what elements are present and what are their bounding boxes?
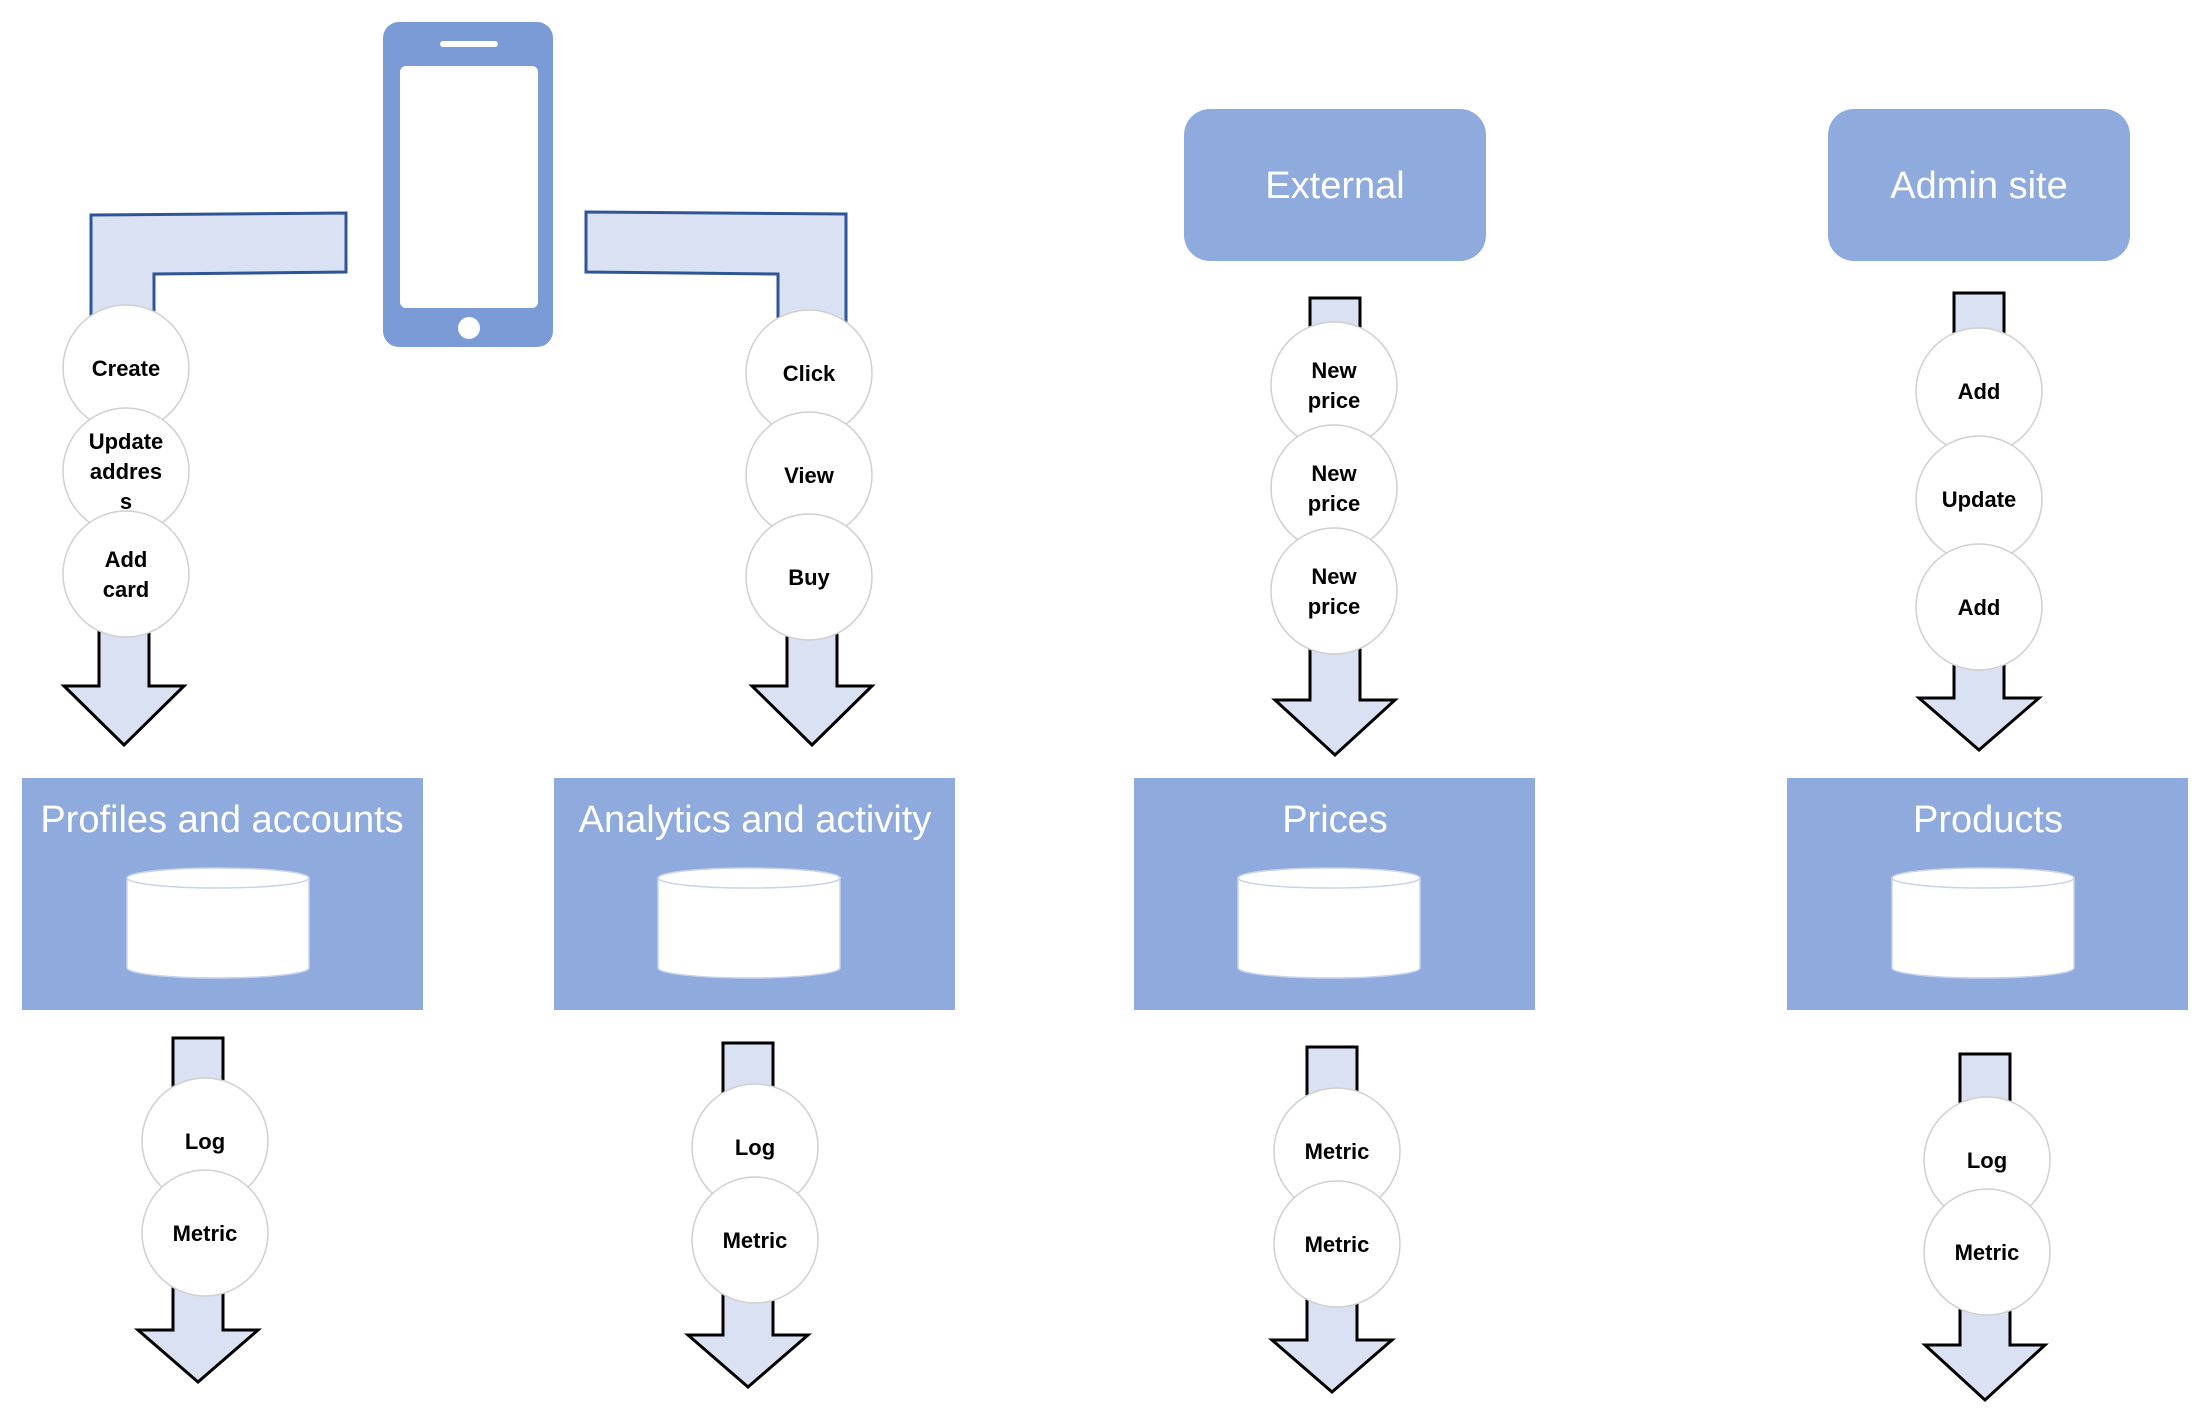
inbound-event-circle: Update [1915,435,2043,563]
event-label: New [1311,461,1357,486]
database-icon [1237,867,1421,979]
database-body [1237,877,1421,979]
outbound-arrows [133,1036,2049,1403]
event-label: price [1308,491,1361,516]
inbound-event-circle: Buy [745,513,873,641]
admin-site-source-box: Admin site [1828,109,2130,261]
inbound-event-circle: Add [1915,327,2043,455]
database-body [1891,877,2075,979]
inbound-event-circle: Add card [62,510,190,638]
outbound-event-circle: Metric [1273,1087,1401,1215]
phone-speaker [440,41,498,47]
event-label: Click [783,361,836,386]
inbound-event-circle: New price [1270,424,1398,552]
database-icon [126,867,310,979]
event-label: Update [89,429,164,454]
event-circle-shape [691,1176,819,1304]
event-circle-shape [62,510,190,638]
inbound-event-circle: Click [745,309,873,437]
event-circle-shape [141,1169,269,1297]
inbound-arrows [60,291,2044,758]
prices-store-label: Prices [1282,799,1388,841]
event-label: card [103,577,149,602]
event-label: s [120,489,132,514]
profiles-and-accounts-store: Profiles and accounts [22,778,423,1010]
event-label: Metric [1305,1232,1370,1257]
event-label: Add [1958,379,2001,404]
event-circle-shape [1273,1180,1401,1308]
event-label: price [1308,594,1361,619]
analytics-store-label: Analytics and activity [579,799,932,841]
smartphone-icon [383,22,553,347]
event-circle-shape [745,513,873,641]
outbound-event-circle: Metric [141,1169,269,1297]
arrow-into-profiles [60,618,188,748]
inbound-event-circle: Update addres s [62,407,190,535]
external-label: External [1265,165,1404,207]
event-label: Update [1942,487,2017,512]
event-label: addres [90,459,162,484]
inbound-event-circle: New price [1270,527,1398,655]
database-top [126,867,310,889]
phone-home-button [458,317,480,339]
profiles-store-label: Profiles and accounts [40,799,403,841]
storage-boxes: Profiles and accounts Analytics and acti… [22,778,2188,1010]
database-body [657,877,841,979]
event-label: Create [92,356,160,381]
database-top [1237,867,1421,889]
event-label: Add [1958,595,2001,620]
phone-screen [400,66,538,308]
inbound-event-circle: Add [1915,543,2043,671]
database-icon [657,867,841,979]
outbound-event-circle: Metric [1273,1180,1401,1308]
event-label: price [1308,388,1361,413]
event-label: View [784,463,835,488]
event-label: Add [105,547,148,572]
event-label: Metric [173,1221,238,1246]
event-label: New [1311,564,1357,589]
event-label: Metric [1305,1139,1370,1164]
database-icon [1891,867,2075,979]
analytics-and-activity-store: Analytics and activity [554,778,955,1010]
products-store-label: Products [1913,799,2063,841]
external-source-box: External [1184,109,1486,261]
outbound-event-circle: Metric [691,1176,819,1304]
event-label: Log [185,1129,225,1154]
event-label: Log [735,1135,775,1160]
inbound-event-circles: CreateUpdateaddressAddcardClickViewBuyNe… [62,304,2043,671]
event-label: Metric [1955,1240,2020,1265]
event-label: Buy [788,565,830,590]
admin-site-label: Admin site [1890,165,2067,207]
event-circle-shape [1270,527,1398,655]
outbound-event-circle: Metric [1923,1188,2051,1316]
admin-site-box-shape [1828,109,2130,261]
event-label: Log [1967,1148,2007,1173]
database-top [1891,867,2075,889]
prices-store: Prices [1134,778,1535,1010]
database-top [657,867,841,889]
inbound-event-circle: New price [1270,321,1398,449]
event-label: New [1311,358,1357,383]
database-body [126,877,310,979]
event-circle-shape [1923,1188,2051,1316]
external-box-shape [1184,109,1486,261]
event-label: Metric [723,1228,788,1253]
event-circle-shape [1915,543,2043,671]
products-store: Products [1787,778,2188,1010]
outbound-event-circle: Log [691,1083,819,1211]
